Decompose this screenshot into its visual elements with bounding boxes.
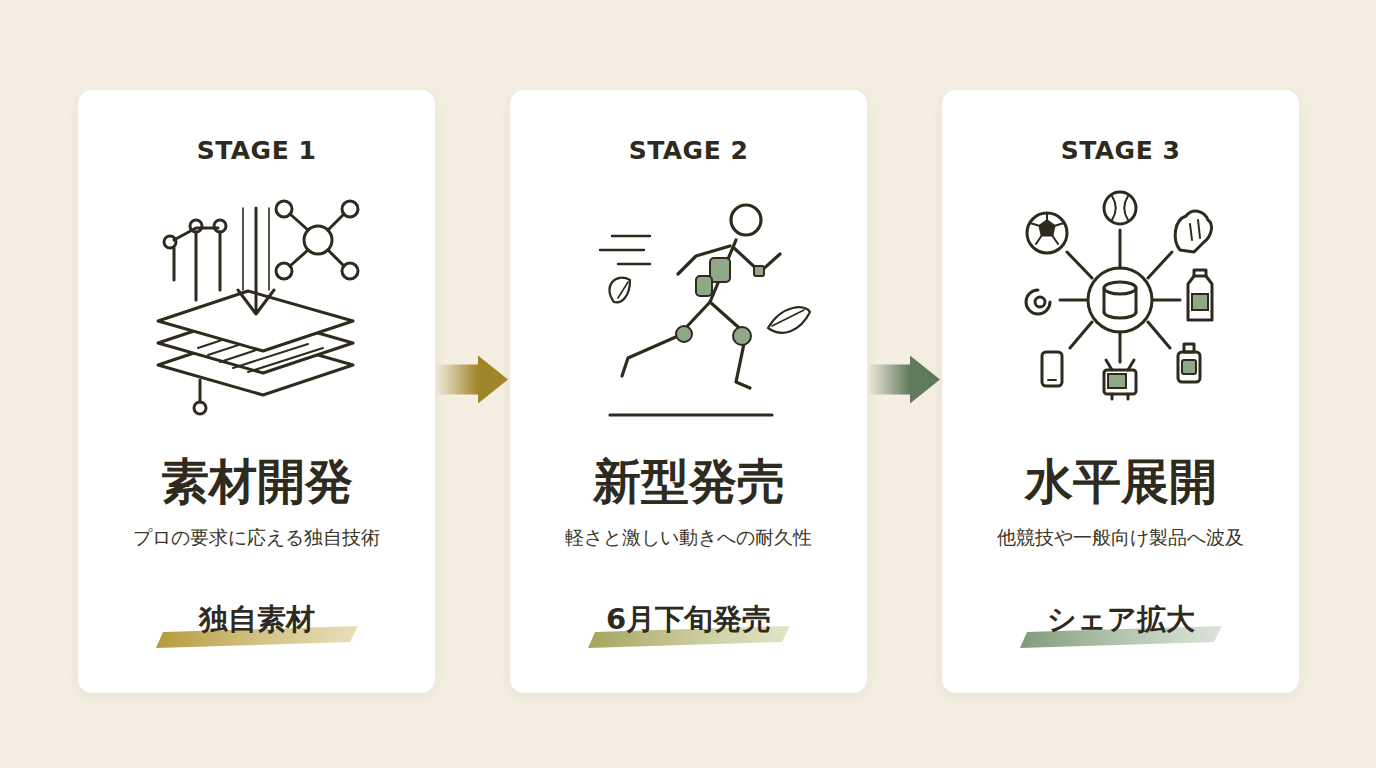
stage-tag: 独自素材 [78,600,435,640]
stage-tag: 6月下旬発売 [510,600,867,640]
stage-title: 水平展開 [942,450,1299,514]
arrow-shaft [869,364,910,394]
stage-label: STAGE 1 [78,136,435,165]
stage-description: プロの要求に応える独自技術 [78,525,435,551]
stage-label: STAGE 2 [510,136,867,165]
stage-label: STAGE 3 [942,136,1299,165]
flow-arrow [869,355,940,403]
arrow-head [478,355,508,403]
arrow-head [910,355,940,403]
stage-card: STAGE 1 素材開発プロの要求に応える独自技術独自素材 [78,90,435,693]
stage-title: 素材開発 [78,450,435,514]
stage-description: 他競技や一般向け製品へ波及 [942,525,1299,551]
stage-description: 軽さと激しい動きへの耐久性 [510,525,867,551]
arrow-shaft [437,364,478,394]
stage-tag: シェア拡大 [942,600,1299,640]
stage-title: 新型発売 [510,450,867,514]
flow-arrow [437,355,508,403]
stage-card: STAGE 3 水平展開他競技や一般向け製品へ波及シェア拡大 [942,90,1299,693]
stage-card: STAGE 2 新型発売軽さと激しい動きへの耐久性 6月下旬発売 [510,90,867,693]
